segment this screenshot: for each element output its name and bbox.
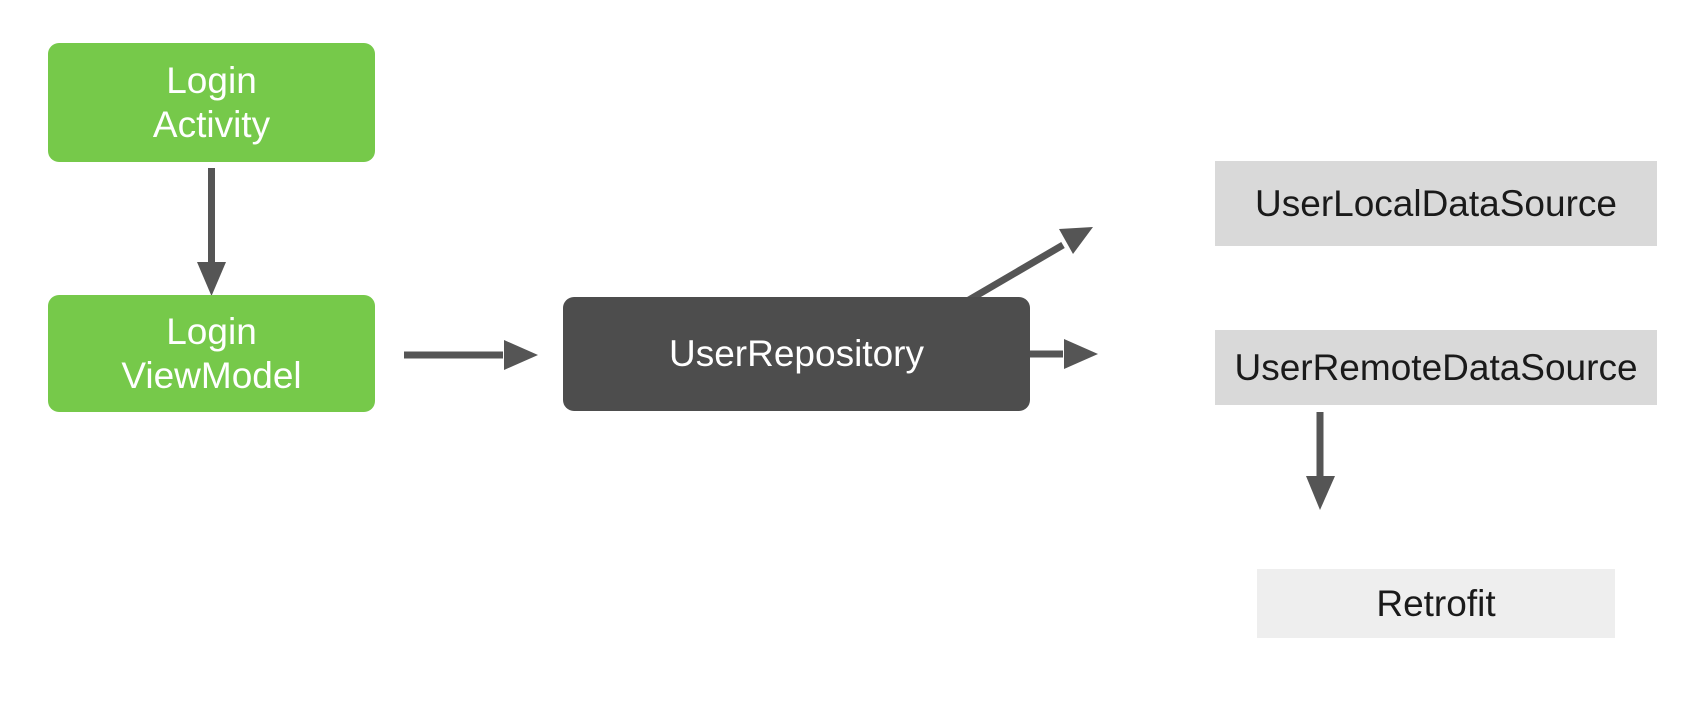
edge-viewmodel-to-repository (404, 340, 538, 370)
node-login-activity[interactable]: Login Activity (48, 43, 375, 162)
node-label: UserRemoteDataSource (1234, 346, 1638, 388)
node-login-viewmodel[interactable]: Login ViewModel (48, 295, 375, 412)
node-label: UserRepository (669, 333, 924, 375)
arrowhead-icon (1064, 339, 1098, 369)
node-retrofit[interactable]: Retrofit (1257, 569, 1615, 638)
edge-activity-to-viewmodel (197, 168, 226, 296)
arrowhead-icon (1306, 476, 1335, 510)
arrowhead-icon (197, 262, 226, 296)
node-label: Retrofit (1376, 582, 1496, 624)
edge-line (960, 241, 1065, 308)
arrowhead-icon (1059, 227, 1093, 254)
edge-remote-data-source-to-retrofit (1306, 412, 1335, 510)
edge-repository-to-local-data-source (960, 227, 1093, 308)
arrowhead-icon (504, 340, 538, 370)
node-label: UserLocalDataSource (1255, 182, 1617, 224)
node-label: Login Activity (152, 59, 271, 145)
node-user-repository[interactable]: UserRepository (563, 297, 1030, 411)
node-label: Login ViewModel (121, 310, 302, 396)
node-user-local-data-source[interactable]: UserLocalDataSource (1215, 161, 1657, 246)
node-user-remote-data-source[interactable]: UserRemoteDataSource (1215, 330, 1657, 405)
